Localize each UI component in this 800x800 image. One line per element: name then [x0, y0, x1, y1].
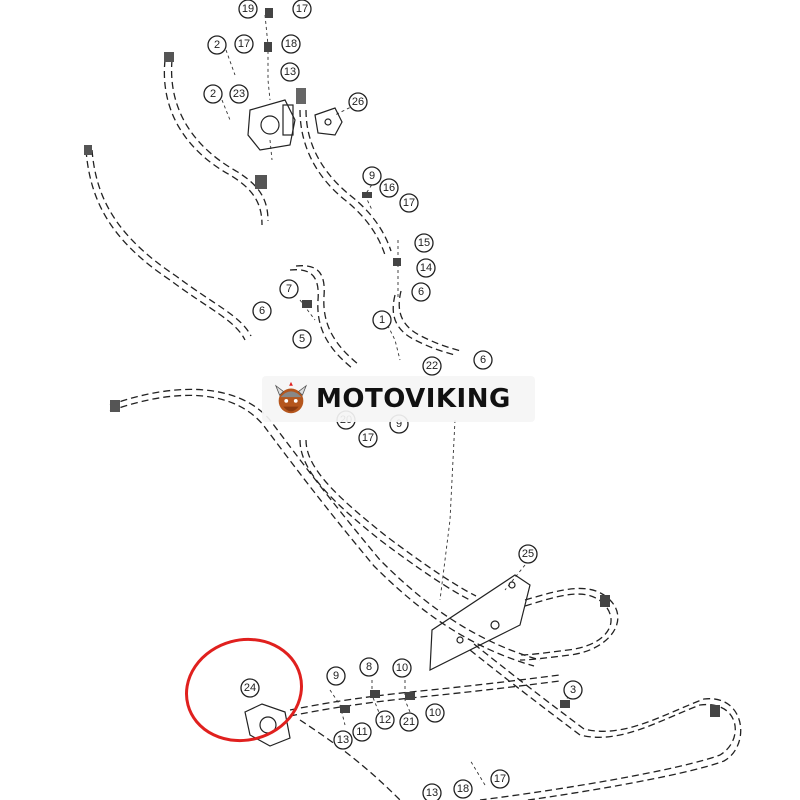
callout: 10	[392, 658, 412, 678]
svg-text:26: 26	[352, 96, 364, 108]
svg-text:17: 17	[362, 432, 374, 444]
watermark-text: MOTOVIKING	[316, 384, 511, 414]
svg-text:1: 1	[379, 314, 385, 326]
callout: 1	[372, 310, 392, 330]
svg-text:6: 6	[259, 305, 265, 317]
hydraulic-pump	[247, 99, 296, 151]
callout: 14	[416, 258, 436, 278]
callout: 7	[279, 279, 299, 299]
svg-text:7: 7	[286, 283, 292, 295]
svg-text:11: 11	[356, 726, 367, 738]
svg-text:8: 8	[366, 661, 372, 673]
svg-text:6: 6	[418, 286, 424, 298]
callout: 5	[292, 329, 312, 349]
svg-text:21: 21	[403, 716, 415, 728]
valve-bracket	[429, 574, 531, 671]
callout: 17	[358, 428, 378, 448]
svg-text:13: 13	[337, 734, 349, 746]
svg-text:17: 17	[403, 197, 415, 209]
callout: 6	[252, 301, 272, 321]
callout: 9	[362, 166, 382, 186]
callout: 12	[375, 710, 395, 730]
svg-text:15: 15	[418, 237, 430, 249]
callout: 13	[280, 62, 300, 82]
svg-text:5: 5	[299, 333, 305, 345]
svg-text:17: 17	[238, 38, 250, 50]
callout: 10	[425, 703, 445, 723]
svg-text:13: 13	[284, 66, 296, 78]
callout: 24	[240, 678, 260, 698]
hose-lines	[85, 59, 742, 800]
svg-text:17: 17	[494, 773, 506, 785]
callout: 8	[359, 657, 379, 677]
callout: 2	[207, 35, 227, 55]
svg-text:3: 3	[570, 684, 576, 696]
callout: 18	[281, 34, 301, 54]
callout: 17	[234, 34, 254, 54]
callout: 17	[490, 769, 510, 789]
svg-text:19: 19	[242, 3, 254, 15]
svg-text:10: 10	[396, 662, 408, 674]
svg-text:13: 13	[426, 787, 438, 799]
callout: 17	[399, 193, 419, 213]
callout: 18	[453, 779, 473, 799]
viking-logo-icon	[274, 381, 308, 414]
callout: 26	[348, 92, 368, 112]
svg-text:25: 25	[522, 548, 534, 560]
callout: 19	[238, 0, 258, 19]
callout: 11	[352, 722, 372, 742]
svg-text:6: 6	[480, 354, 486, 366]
callout: 17	[292, 0, 312, 19]
callout: 22	[422, 356, 442, 376]
svg-text:23: 23	[233, 88, 245, 100]
callout: 6	[473, 350, 493, 370]
callout: 13	[422, 783, 442, 800]
svg-text:16: 16	[383, 182, 395, 194]
svg-text:17: 17	[296, 3, 308, 15]
svg-text:2: 2	[214, 39, 220, 51]
callout-labels: 19 17 2 17 18 13 2 23 26 9 16 17 15 14 6…	[203, 0, 583, 800]
callout: 23	[229, 84, 249, 104]
svg-text:9: 9	[369, 170, 375, 182]
svg-text:9: 9	[396, 418, 402, 430]
svg-text:24: 24	[244, 682, 256, 694]
callout: 15	[414, 233, 434, 253]
svg-text:14: 14	[420, 262, 432, 274]
svg-text:18: 18	[285, 38, 297, 50]
svg-text:18: 18	[457, 783, 469, 795]
callout: 9	[326, 666, 346, 686]
callout: 6	[411, 282, 431, 302]
svg-text:10: 10	[429, 707, 441, 719]
svg-text:2: 2	[210, 88, 216, 100]
callout: 16	[379, 178, 399, 198]
callout: 21	[399, 712, 419, 732]
callout: 13	[333, 730, 353, 750]
highlight-circle	[185, 637, 303, 743]
svg-text:12: 12	[379, 714, 391, 726]
watermark-banner: MOTOVIKING	[262, 376, 535, 422]
callout: 3	[563, 680, 583, 700]
svg-text:22: 22	[426, 360, 438, 372]
svg-text:9: 9	[333, 670, 339, 682]
callout: 25	[518, 544, 538, 564]
flange-plate	[314, 107, 343, 136]
callout: 2	[203, 84, 223, 104]
fittings	[84, 8, 720, 717]
